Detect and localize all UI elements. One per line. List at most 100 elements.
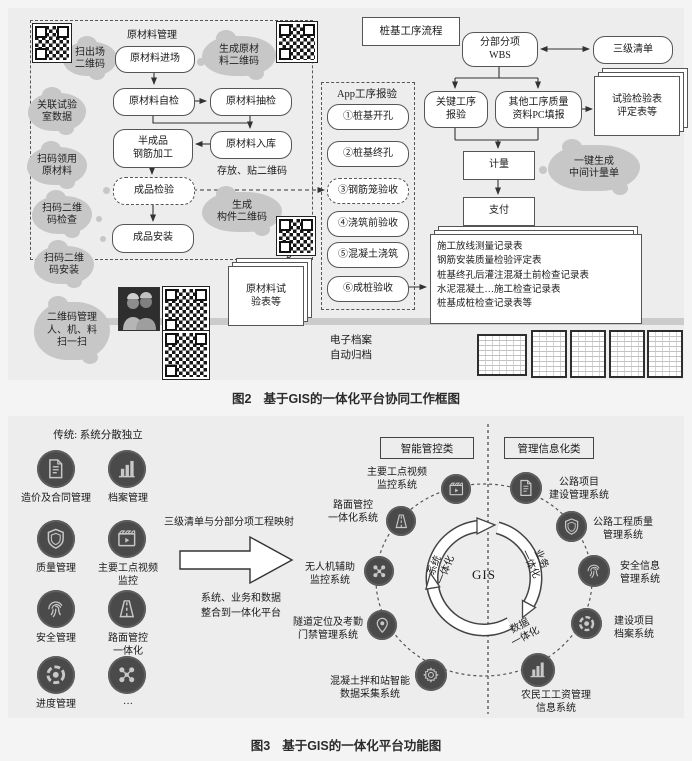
cloud-dot — [96, 216, 102, 222]
qr-code — [162, 330, 210, 380]
qr-code — [276, 216, 316, 256]
record-forms-doc-stack: 施工放线测量记录表 钢筋安装质量检验评定表 桩基终孔后灌注混凝土前检查记录表 水… — [430, 226, 642, 324]
video-monitor-icon — [108, 520, 146, 558]
qr-code — [276, 21, 318, 63]
cloud-dot — [539, 166, 547, 174]
cloud-qr-manage: 二维码管理人、机、料扫一扫 — [34, 296, 110, 364]
quality-system-icon — [556, 511, 587, 542]
node-pile-flow-title: 桩基工序流程 — [362, 17, 460, 46]
node-semi-rebar: 半成品钢筋加工 — [113, 129, 193, 168]
legacy-item-label: 安全管理 — [36, 633, 76, 644]
cloud-dot — [100, 236, 106, 242]
cloud-generate-material-qr: 生成原材料二维码 — [202, 30, 276, 80]
cloud-lab-data: 关联试验室数据 — [28, 87, 86, 135]
node-material-sampling: 原材料抽检 — [210, 88, 292, 116]
wage-info-system-icon — [521, 653, 555, 687]
legacy-item-label: 档案管理 — [108, 493, 148, 504]
app-item-pile-accept: ⑥成桩验收 — [327, 276, 409, 302]
node-warehouse: 原材料入库 — [210, 131, 292, 159]
node-product-check: 成品检验 — [113, 177, 195, 205]
more-systems-icon — [108, 656, 146, 694]
cloud-dot — [103, 187, 110, 194]
cloud-dot — [197, 58, 205, 66]
gis-center-label: GIS — [472, 567, 496, 582]
node-material-enter: 原材料进场 — [115, 46, 195, 73]
tunnel-access-system-icon — [367, 610, 397, 640]
safety-info-system-icon — [578, 555, 610, 587]
workers-illustration — [119, 288, 159, 330]
video-monitor-system-icon — [441, 474, 471, 504]
legacy-item-label: 进度管理 — [36, 699, 76, 710]
archive-label: 电子档案 自动归档 — [330, 335, 372, 362]
cloud-generate-component-qr: 生成构件二维码 — [202, 186, 282, 236]
project-archive-system-icon — [571, 608, 602, 639]
system-label: 公路项目建设管理系统 — [549, 477, 609, 501]
app-item-concrete-pour: ⑤混凝土浇筑 — [327, 242, 409, 268]
store-qr-note: 存放、贴二维码 — [217, 166, 287, 177]
safety-mgmt-icon — [37, 590, 75, 628]
cloud-scan-install: 扫码二维码安装 — [34, 240, 94, 288]
highway-project-system-icon — [510, 472, 542, 504]
node-three-level-list: 三级清单 — [593, 36, 673, 64]
legacy-item-label: 质量管理 — [36, 563, 76, 574]
drone-monitor-system-icon — [364, 556, 394, 586]
node-other-process: 其他工序质量资料PC填报 — [495, 91, 582, 128]
node-product-install: 成品安装 — [112, 224, 194, 253]
app-item-pre-pour: ④浇筑前验收 — [327, 211, 409, 237]
system-label: 无人机辅助监控系统 — [305, 562, 355, 586]
progress-mgmt-icon — [37, 656, 75, 694]
cloud-scan-exit-qr: 扫出场二维码 — [63, 36, 117, 80]
road-control-system-icon — [386, 506, 416, 536]
integrate-text: 系统、业务和数据 整合到一体化平台 — [201, 593, 281, 619]
cloud-scan-check: 扫码二维码检查 — [32, 190, 92, 238]
app-panel-title: App工序报验 — [336, 89, 398, 100]
node-material-self-check: 原材料自检 — [113, 88, 195, 116]
legacy-item-label: 造价及合同管理 — [21, 493, 91, 504]
info-mgmt-header: 管理信息化类 — [504, 437, 594, 459]
app-item-pile-final: ②桩基终孔 — [327, 141, 409, 167]
mapping-text: 三级清单与分部分项工程映射 — [164, 517, 294, 528]
archive-doc-thumbnail — [477, 334, 527, 376]
test-check-doc-stack: 试验检验表评定表等 — [594, 68, 688, 136]
app-item-pile-open: ①桩基开孔 — [327, 104, 409, 130]
archive-doc-thumbnail — [570, 330, 606, 378]
archive-doc-thumbnail — [531, 330, 567, 378]
archive-doc-thumbnail — [647, 330, 683, 378]
qr-code — [32, 23, 72, 63]
legacy-item-label: ··· — [123, 699, 133, 710]
quality-mgmt-icon — [37, 520, 75, 558]
system-label: 路面管控一体化系统 — [328, 500, 378, 524]
divider-shadow — [105, 318, 684, 325]
cloud-one-click-measure: 一键生成中间计量单 — [548, 139, 640, 195]
archive-mgmt-icon — [108, 450, 146, 488]
raw-material-dashed-box — [30, 20, 313, 260]
road-control-icon — [108, 590, 146, 628]
legacy-item-label: 路面管控一体化 — [108, 633, 148, 657]
system-label: 混凝土拌和站智能数据采集系统 — [330, 676, 410, 700]
system-label: 公路工程质量管理系统 — [593, 517, 653, 541]
node-measure: 计量 — [463, 151, 535, 180]
node-key-process: 关键工序报验 — [424, 91, 488, 128]
archive-doc-thumbnail — [609, 330, 645, 378]
system-label: 农民工工资管理信息系统 — [521, 690, 591, 714]
legacy-item-label: 主要工点视频监控 — [98, 563, 158, 587]
qr-code — [162, 286, 210, 334]
raw-material-panel-title: 原材料管理 — [127, 30, 177, 41]
cloud-scan-receive: 扫码领用原材料 — [27, 141, 87, 189]
smart-control-header: 智能管控类 — [380, 437, 474, 459]
legacy-systems-title: 传统: 系统分散独立 — [53, 430, 143, 441]
app-item-rebar-cage: ③钢筋笼验收 — [327, 178, 409, 204]
system-label: 建设项目档案系统 — [614, 616, 654, 640]
system-label: 主要工点视频监控系统 — [367, 467, 427, 491]
node-pay: 支付 — [463, 197, 535, 226]
app-inspection-dashed-box — [321, 82, 415, 310]
workers-photo — [118, 287, 160, 331]
system-label: 隧道定位及考勤门禁管理系统 — [293, 617, 363, 641]
material-test-doc-stack: 原材料试验表等 — [228, 258, 312, 326]
system-label: 安全信息管理系统 — [620, 561, 660, 585]
mixing-station-system-icon — [415, 659, 447, 691]
cost-contract-icon — [37, 450, 75, 488]
